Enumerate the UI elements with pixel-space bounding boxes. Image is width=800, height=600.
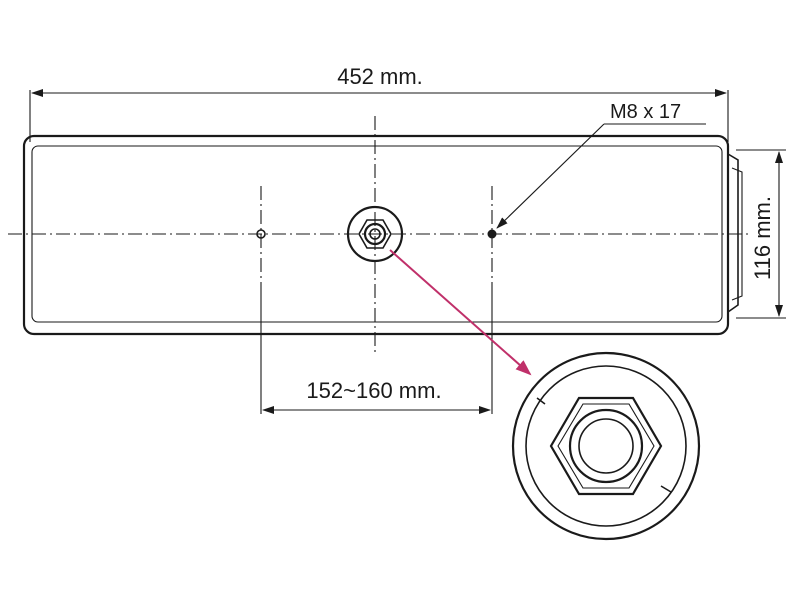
detail-notch-left (536, 397, 546, 405)
detail-outer-circle (511, 351, 701, 541)
mount-spacing-dimension: 152~160 mm. (260, 282, 493, 414)
tank-outer-outline (22, 134, 730, 336)
center-fitting-icon (346, 205, 404, 263)
mount-holes (256, 229, 497, 239)
detail-second-circle (525, 365, 687, 527)
thread-spec-label: M8 x 17 (610, 101, 681, 123)
height-label: 116 mm. (750, 196, 775, 280)
fitting-bore-inner (369, 228, 381, 240)
fitting-hex (358, 219, 392, 249)
right-mount-hole (487, 229, 497, 239)
hex-nut-detail-icon (511, 351, 701, 541)
fitting-outer-ring (346, 205, 404, 263)
overall-length-label: 452 mm. (337, 64, 423, 89)
detail-notch-right (660, 485, 672, 493)
detail-hex-nut (549, 396, 663, 496)
overall-length-dimension: 452 mm. (29, 64, 729, 142)
detail-callout-arrow (389, 249, 532, 376)
fitting-bore-outer (363, 222, 387, 246)
left-mount-hole (256, 229, 266, 239)
thread-leader-arrow (496, 123, 605, 229)
centerlines (8, 116, 748, 352)
detail-bore-inner (578, 418, 634, 474)
tank-body (22, 134, 743, 336)
thread-spec-callout: M8 x 17 (496, 101, 706, 229)
height-dimension: 116 mm. (736, 149, 786, 319)
detail-bore-outer (568, 408, 644, 484)
end-cap-outer (727, 153, 739, 313)
detail-hex-chamfer (557, 403, 655, 489)
mount-spacing-label: 152~160 mm. (306, 378, 441, 403)
